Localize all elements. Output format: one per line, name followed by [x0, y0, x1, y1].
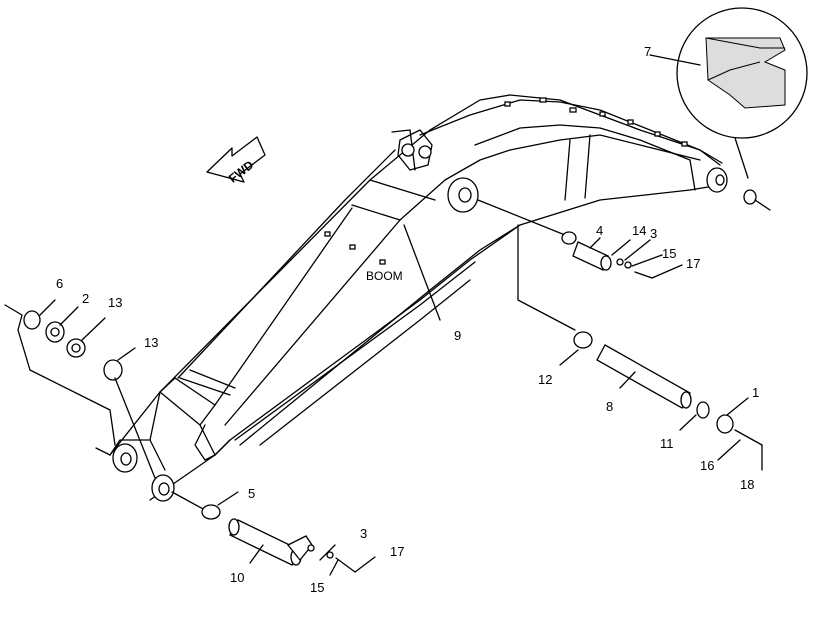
callout-15: 15 [310, 580, 324, 595]
detail-circle [649, 7, 808, 211]
callout-13: 13 [144, 335, 158, 350]
callout-17: 17 [686, 256, 700, 271]
callout-11: 11 [660, 436, 674, 451]
callout-18: 18 [740, 477, 754, 492]
callout-labels: 1 2 3 3 4 5 6 7 8 9 10 11 12 13 13 14 15… [56, 44, 759, 595]
callout-6: 6 [56, 276, 63, 291]
callout-9: 9 [454, 328, 461, 343]
callout-14: 14 [632, 223, 646, 238]
callout-12: 12 [538, 372, 552, 387]
callout-7: 7 [644, 44, 651, 59]
lower-right-pin-assembly [517, 224, 763, 471]
left-washer-assembly [4, 299, 156, 479]
callout-4: 4 [596, 223, 603, 238]
forward-direction-arrow: FWD [206, 136, 266, 186]
callout-10: 10 [230, 570, 244, 585]
callout-8: 8 [606, 399, 613, 414]
boom-label: BOOM [366, 269, 403, 283]
callout-15: 15 [662, 246, 676, 261]
upper-pin-assembly [477, 199, 683, 279]
callout-13: 13 [108, 295, 122, 310]
bottom-pin-assembly [171, 491, 376, 576]
boom: BOOM [109, 94, 728, 502]
leader-9 [403, 224, 441, 321]
callout-3: 3 [650, 226, 657, 241]
callout-16: 16 [700, 458, 714, 473]
callout-3: 3 [360, 526, 367, 541]
callout-2: 2 [82, 291, 89, 306]
callout-17: 17 [390, 544, 404, 559]
callout-1: 1 [752, 385, 759, 400]
callout-5: 5 [248, 486, 255, 501]
